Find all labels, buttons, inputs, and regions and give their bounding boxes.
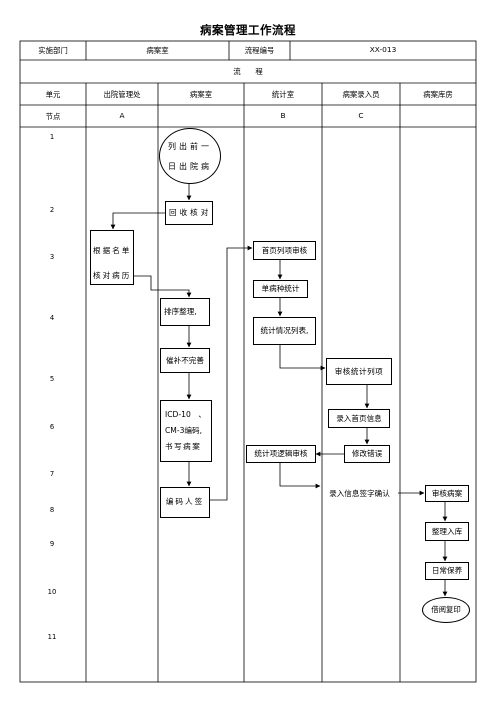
row-number: 10 bbox=[47, 588, 57, 596]
dept-value: 病案室 bbox=[146, 46, 169, 55]
step-enter-first-page: 录入首页信息 bbox=[328, 409, 390, 428]
row-number: 4 bbox=[49, 314, 55, 322]
lane-header-entry-clerk: 病案录入员 bbox=[342, 90, 380, 99]
row-number: 9 bbox=[49, 540, 55, 548]
step-enter-sign: 录入信息签字确认 bbox=[321, 485, 398, 502]
step-organize-store: 整理入库 bbox=[425, 522, 469, 541]
step-text: 日出院病 bbox=[168, 162, 212, 171]
code-label: 流程编号 bbox=[244, 46, 275, 55]
step-stat-list: 统计情况列表, bbox=[253, 317, 316, 345]
lane-code-c: C bbox=[358, 111, 364, 120]
step-text: 整理入库 bbox=[431, 527, 463, 536]
step-text: 审核病案 bbox=[431, 489, 463, 498]
step-text: 排序整理, bbox=[164, 307, 197, 316]
step-review-stat: 审核统计列项 bbox=[326, 358, 392, 385]
step-text: 书写病案 bbox=[165, 442, 202, 451]
row-number: 8 bbox=[49, 506, 55, 514]
row-number: 11 bbox=[47, 633, 57, 641]
lane-header-statistics: 统计室 bbox=[271, 90, 295, 99]
step-borrow-copy: 借阅复印 bbox=[422, 597, 470, 623]
lane-header-discharge: 出院管理处 bbox=[103, 90, 141, 99]
dept-label: 实施部门 bbox=[38, 46, 68, 55]
step-text: 列出前一 bbox=[168, 142, 212, 151]
step-recover-check: 回收核对 bbox=[165, 201, 213, 225]
lane-header-archive: 病案库房 bbox=[423, 90, 453, 99]
step-text: 回收核对 bbox=[169, 208, 212, 217]
step-text: 借阅复印 bbox=[431, 605, 461, 614]
step-text: 单病种统计 bbox=[261, 284, 300, 293]
step-coder-sign: 编码人签 bbox=[160, 487, 210, 518]
step-text: 根据名单 bbox=[93, 246, 132, 255]
step-list-discharged: 列出前一 日出院病 bbox=[159, 128, 221, 184]
step-icd-coding: ICD-10 、 CM-3编码, 书写病案 bbox=[160, 400, 212, 462]
step-text: 统计项逻辑审核 bbox=[254, 449, 308, 458]
step-text: 审核统计列项 bbox=[334, 367, 384, 376]
row-number: 7 bbox=[49, 470, 55, 478]
step-text: 修改错误 bbox=[351, 449, 383, 458]
step-text: 核对病历 bbox=[93, 271, 132, 280]
step-single-disease: 单病种统计 bbox=[253, 280, 308, 298]
step-first-page-review: 首页列项审核 bbox=[253, 241, 316, 260]
step-text: 录入首页信息 bbox=[336, 414, 382, 423]
step-daily-keep: 日常保养 bbox=[425, 562, 469, 580]
row-number: 6 bbox=[49, 423, 55, 431]
step-logic-review: 统计项逻辑审核 bbox=[246, 445, 316, 463]
page-title: 病案管理工作流程 bbox=[200, 23, 296, 37]
row-number: 2 bbox=[49, 206, 55, 214]
step-text: 统计情况列表, bbox=[260, 326, 309, 335]
step-supplement: 催补不完善 bbox=[160, 348, 210, 373]
step-text: 首页列项审核 bbox=[261, 246, 308, 255]
step-text: 录入信息签字确认 bbox=[329, 489, 390, 498]
flow-label: 流 程 bbox=[233, 67, 263, 76]
row-number: 1 bbox=[49, 133, 55, 141]
step-text: 催补不完善 bbox=[166, 356, 204, 365]
step-text: ICD-10 、 bbox=[165, 410, 206, 419]
step-check-by-list: 根据名单 核对病历 bbox=[90, 230, 134, 285]
unit-label: 单元 bbox=[45, 90, 61, 99]
lane-code-b: B bbox=[280, 111, 286, 120]
row-number: 3 bbox=[49, 253, 55, 261]
step-fix-errors: 修改错误 bbox=[344, 445, 390, 463]
node-label: 节点 bbox=[45, 112, 61, 121]
lane-code-a: A bbox=[119, 111, 125, 120]
step-text: CM-3编码, bbox=[165, 426, 203, 435]
row-number: 5 bbox=[49, 375, 55, 383]
step-text: 日常保养 bbox=[431, 566, 463, 575]
step-review-case: 审核病案 bbox=[425, 485, 469, 502]
code-value: XX-013 bbox=[369, 45, 397, 54]
step-text: 编码人签 bbox=[165, 497, 205, 506]
lane-header-records-room: 病案室 bbox=[189, 90, 213, 99]
step-sort: 排序整理, bbox=[160, 298, 210, 326]
